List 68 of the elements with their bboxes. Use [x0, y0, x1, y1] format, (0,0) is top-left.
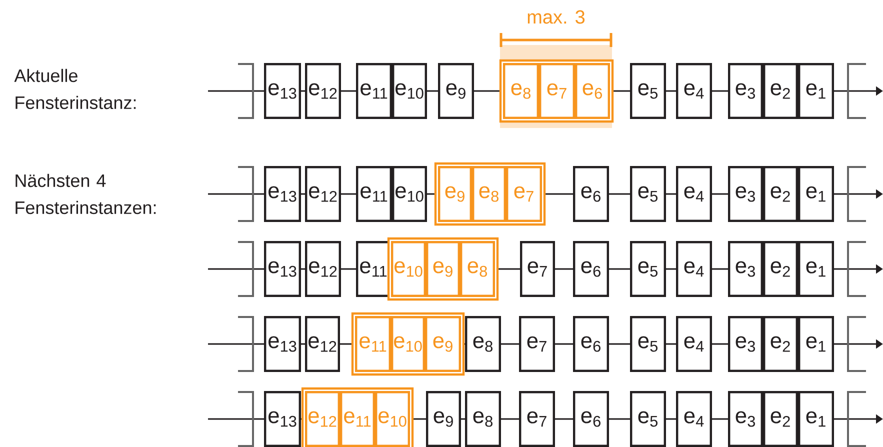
event-box: e$_{7}$	[519, 316, 555, 372]
event-box: e$_{10}$	[391, 316, 425, 372]
event-box: e$_{12}$	[305, 241, 341, 297]
event-box: e$_{2}$	[763, 316, 798, 372]
event-box: e$_{10}$	[391, 241, 426, 297]
event-box: e$_{12}$	[305, 391, 340, 447]
event-box: e$_{12}$	[305, 63, 341, 119]
event-box: e$_{5}$	[630, 241, 666, 297]
event-box: e$_{4}$	[676, 241, 712, 297]
event-box: e$_{6}$	[573, 166, 609, 222]
event-box: e$_{4}$	[676, 391, 712, 447]
event-box: e$_{8}$	[465, 391, 501, 447]
event-box: e$_{9}$	[426, 391, 461, 447]
event-box: e$_{2}$	[763, 166, 798, 222]
event-box: e$_{4}$	[676, 316, 712, 372]
event-box: e$_{13}$	[264, 63, 301, 119]
event-box: e$_{4}$	[676, 166, 712, 222]
event-box: e$_{6}$	[573, 241, 609, 297]
event-box: e$_{6}$	[573, 316, 609, 372]
event-box: e$_{5}$	[630, 166, 666, 222]
event-box: e$_{4}$	[676, 63, 712, 119]
event-box: e$_{7}$	[519, 391, 555, 447]
event-box: e$_{5}$	[630, 316, 666, 372]
row-label: Aktuelle Fensterinstanz:	[14, 68, 136, 110]
event-box: e$_{8}$	[465, 316, 501, 372]
event-box: e$_{9}$	[426, 241, 460, 297]
event-box: e$_{1}$	[798, 241, 834, 297]
event-box: e$_{2}$	[763, 63, 798, 119]
event-box: e$_{8}$	[460, 241, 496, 297]
event-box: e$_{1}$	[798, 316, 834, 372]
row-label: Nächsten 4 Fensterinstanzen:	[16, 174, 156, 214]
event-box: e$_{9}$	[438, 166, 472, 222]
event-box: e$_{9}$	[438, 63, 474, 119]
event-box: e$_{9}$	[425, 316, 461, 372]
event-box: e$_{8}$	[472, 166, 506, 222]
event-box: e$_{3}$	[728, 391, 763, 447]
event-box: e$_{7}$	[520, 241, 555, 297]
event-box: e$_{10}$	[392, 166, 427, 222]
event-box: e$_{1}$	[798, 391, 834, 447]
event-box: e$_{6}$	[573, 391, 609, 447]
event-box: e$_{3}$	[728, 166, 763, 222]
event-box: e$_{12}$	[305, 166, 341, 222]
event-box: e$_{2}$	[763, 391, 798, 447]
event-box: e$_{13}$	[264, 166, 301, 222]
event-box: e$_{7}$	[539, 63, 575, 119]
event-box: e$_{10}$	[375, 391, 410, 447]
event-box: e$_{6}$	[575, 63, 610, 119]
event-box: e$_{11}$	[340, 391, 375, 447]
event-box: e$_{11}$	[355, 316, 391, 372]
event-box: e$_{1}$	[798, 63, 834, 119]
window-size-label: max. 3	[528, 10, 585, 24]
event-box: e$_{7}$	[506, 166, 542, 222]
event-box: e$_{3}$	[728, 241, 763, 297]
event-box: e$_{8}$	[503, 63, 539, 119]
event-box: e$_{2}$	[763, 241, 798, 297]
event-box: e$_{12}$	[305, 316, 340, 372]
event-box: e$_{5}$	[630, 391, 666, 447]
event-box: e$_{10}$	[392, 63, 427, 119]
event-box: e$_{11}$	[356, 63, 392, 119]
event-box: e$_{3}$	[728, 63, 763, 119]
event-box: e$_{11}$	[356, 241, 391, 297]
event-box: e$_{5}$	[630, 63, 666, 119]
event-box: e$_{13}$	[264, 241, 301, 297]
event-box: e$_{3}$	[728, 316, 763, 372]
event-box: e$_{13}$	[264, 391, 301, 447]
event-box: e$_{13}$	[264, 316, 301, 372]
event-box: e$_{11}$	[356, 166, 392, 222]
event-box: e$_{1}$	[798, 166, 834, 222]
